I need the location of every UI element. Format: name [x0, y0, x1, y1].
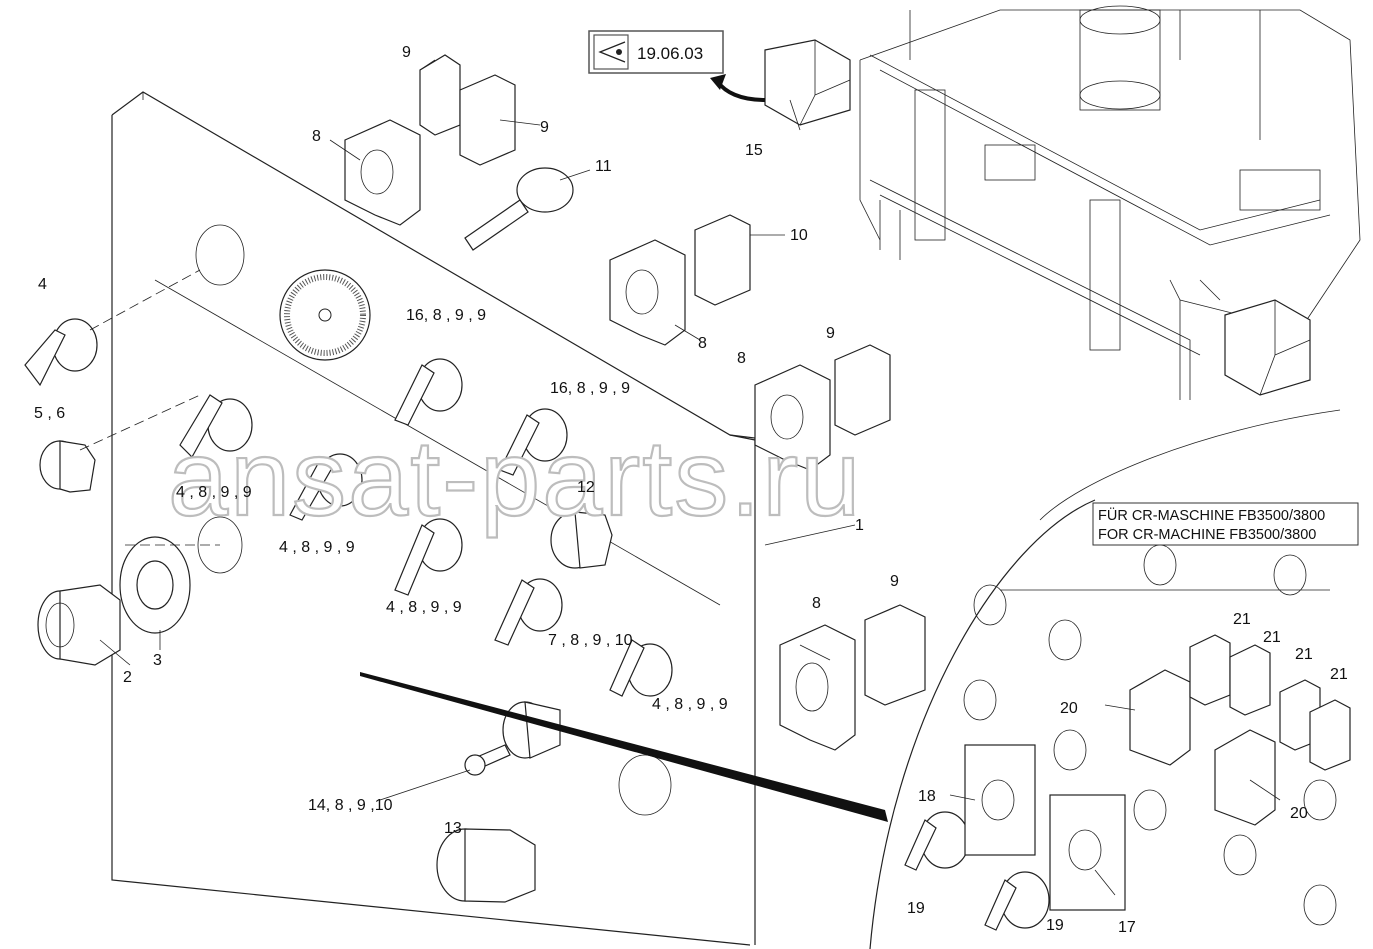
callout: 17 [1118, 919, 1136, 936]
contact-blocks [344, 54, 1351, 826]
callout: 9 [890, 573, 899, 590]
callout: 11 [595, 158, 612, 175]
callout: 16, 8 , 9 , 9 [406, 307, 486, 324]
callout: 20 [1290, 805, 1308, 822]
callout: 8 [312, 128, 321, 145]
knurled-knob [39, 440, 96, 493]
emergency-stop-button [37, 584, 121, 666]
callout: 4 , 8 , 9 , 9 [386, 599, 462, 616]
callout: 15 [745, 142, 763, 159]
detail-inset [869, 409, 1341, 949]
mushroom-button [436, 828, 536, 903]
reference-box: 19.06.03 [588, 30, 724, 74]
reference-arrow [710, 74, 766, 102]
callout: 21 [1233, 611, 1251, 628]
callout: 10 [790, 227, 808, 244]
view-eye-icon [598, 41, 626, 63]
callout: 7 , 8 , 9 , 10 [548, 632, 633, 649]
callout: 14, 8 , 9 ,10 [308, 797, 393, 814]
selector-switches [24, 318, 1050, 931]
panel-holes [195, 224, 672, 816]
callout: 4 [38, 276, 47, 293]
watermark: ansat-parts.ru [168, 417, 862, 538]
callout: 3 [153, 652, 162, 669]
note-line-en: FOR CR-MACHINE FB3500/3800 [1098, 527, 1316, 543]
callout: 4 , 8 , 9 , 9 [176, 484, 252, 501]
indicator-lamp-housings [764, 39, 1311, 396]
potentiometer [550, 511, 613, 569]
callout: 1 [855, 517, 864, 534]
callout: 18 [918, 788, 936, 805]
detail-leader [360, 672, 888, 822]
callout: 16, 8 , 9 , 9 [550, 380, 630, 397]
callout: 21 [1295, 646, 1313, 663]
callout: 2 [123, 669, 132, 686]
callout: 4 , 8 , 9 , 9 [652, 696, 728, 713]
machine-frame [859, 5, 1361, 400]
push-buttons [37, 167, 613, 903]
callout: 12 [577, 479, 595, 496]
callout: 4 , 8 , 9 , 9 [279, 539, 355, 556]
machine-note: FÜR CR-MASCHINE FB3500/3800 FOR CR-MACHI… [1092, 502, 1359, 546]
callout: 8 [698, 335, 707, 352]
callout: 21 [1330, 666, 1348, 683]
callout: 8 [737, 350, 746, 367]
callout: 20 [1060, 700, 1078, 717]
reference-label: 19.06.03 [637, 44, 703, 63]
note-line-de: FÜR CR-MASCHINE FB3500/3800 [1098, 506, 1325, 524]
callout: 8 [812, 595, 821, 612]
rotary-potentiometer [464, 167, 574, 251]
callout: 19 [1046, 917, 1064, 934]
callout: 9 [402, 44, 411, 61]
callout: 13 [444, 820, 462, 837]
leader-lines [79, 59, 1281, 896]
callout: 21 [1263, 629, 1281, 646]
callout: 9 [540, 119, 549, 136]
scale-dial [279, 269, 371, 361]
callout: 5 , 6 [34, 405, 65, 422]
callout: 9 [826, 325, 835, 342]
callout-labels: 9 9 8 11 15 10 4 16, 8 , 9 , 9 8 9 8 5 ,… [34, 44, 1348, 936]
callout: 19 [907, 900, 925, 917]
ring-washer [119, 536, 191, 634]
